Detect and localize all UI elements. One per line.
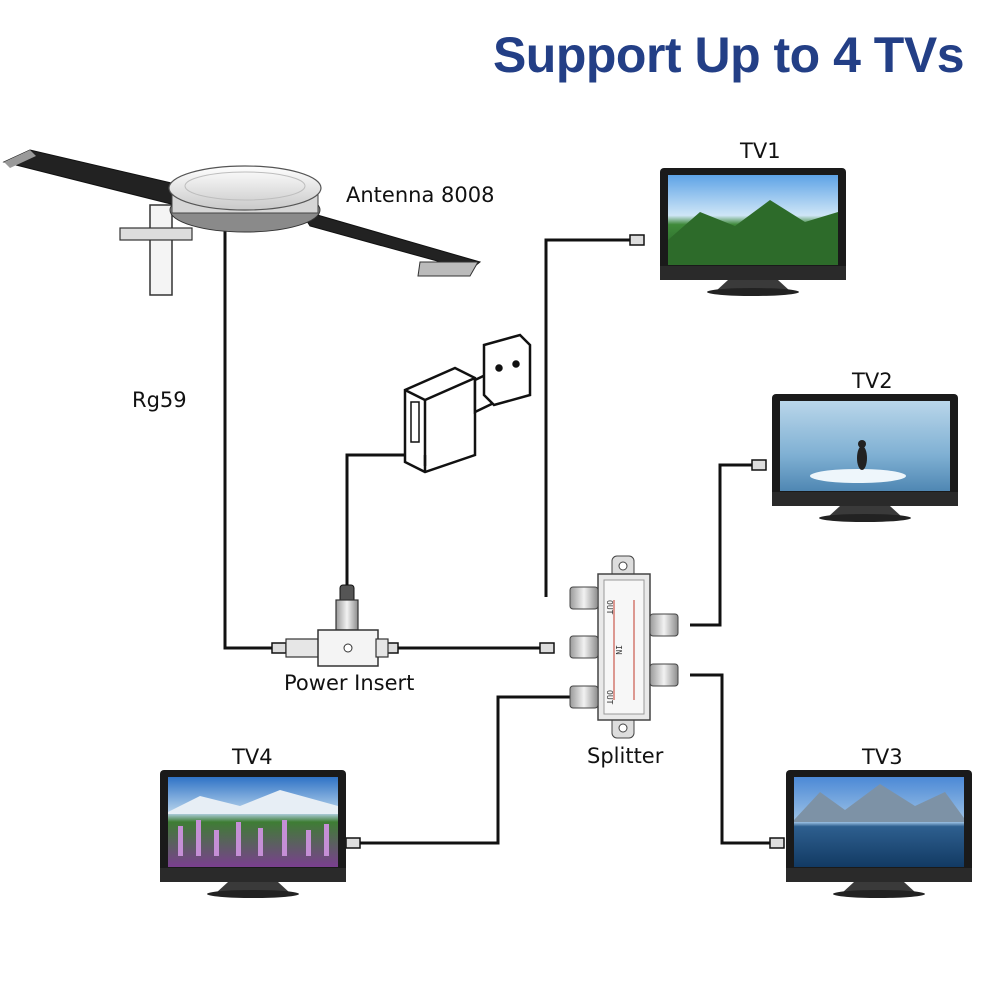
page-title: Support Up to 4 TVs <box>492 27 965 83</box>
tv-label: TV3 <box>861 745 903 769</box>
tv3-cable <box>690 673 770 845</box>
cables <box>223 230 770 845</box>
tv-label: TV1 <box>739 139 781 163</box>
adapter-cable <box>345 453 425 585</box>
splitter-port-out: OUT <box>605 690 614 705</box>
antenna-label: Antenna 8008 <box>346 183 494 207</box>
tv-3: TV3 <box>786 745 972 898</box>
connector <box>539 642 555 654</box>
tv-screen <box>168 777 338 867</box>
tv-2: TV2 <box>772 369 958 522</box>
connector <box>271 642 287 654</box>
connector <box>345 837 361 849</box>
splitter-icon: OUT IN OUT <box>569 555 679 739</box>
f-connectors <box>271 234 785 849</box>
power-insert-label: Power Insert <box>284 671 414 695</box>
splitter-port-in: IN <box>614 645 623 655</box>
connector <box>769 837 785 849</box>
splitter-label: Splitter <box>587 744 664 768</box>
tv4-cable <box>360 695 570 845</box>
tv-4: TV4 <box>160 745 346 898</box>
power-insert-icon <box>285 584 389 667</box>
antenna-icon <box>2 149 482 296</box>
splitter-port-out: OUT <box>605 600 614 615</box>
tv-label: TV2 <box>851 369 893 393</box>
rg59-cable <box>223 230 272 650</box>
tv1-cable <box>544 238 630 597</box>
tv2-cable <box>690 463 752 627</box>
connector <box>629 234 645 246</box>
rg59-label: Rg59 <box>132 388 187 412</box>
tv-label: TV4 <box>231 745 273 769</box>
power-adapter-icon <box>403 333 532 474</box>
connector <box>751 459 767 471</box>
tv-1: TV1 <box>660 139 846 296</box>
